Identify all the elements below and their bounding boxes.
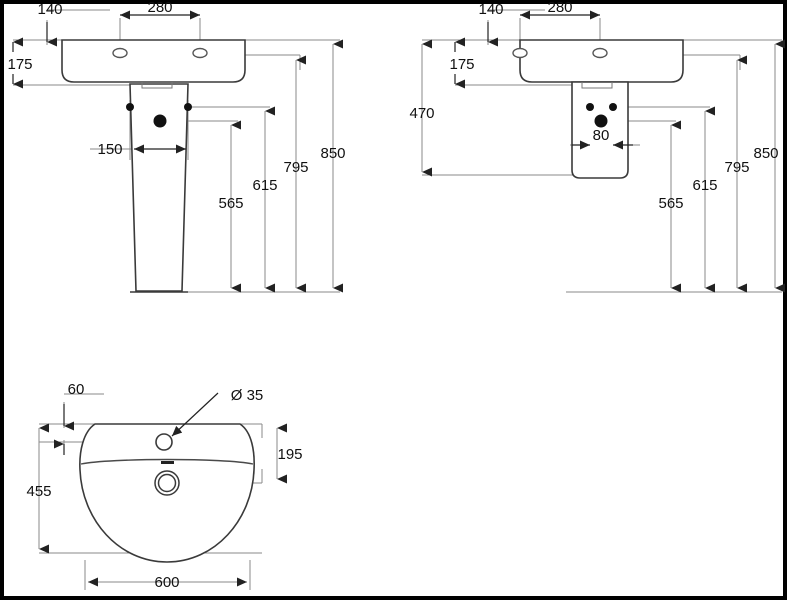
- basin-front-outline: [61, 39, 246, 83]
- dim-side-850: 850: [753, 39, 785, 293]
- dim-plan-600: 600: [88, 574, 247, 591]
- dim-side-80: 80: [572, 127, 633, 150]
- dim-front-175: 175: [7, 37, 33, 89]
- dim-plan-195-label: 195: [277, 446, 302, 463]
- dim-plan-600-label: 600: [154, 574, 179, 591]
- basin-side-outline: [519, 39, 684, 83]
- tap-hole-left-front: [112, 47, 128, 59]
- dim-front-140: 140: [37, 1, 63, 47]
- dim-plan-60: 60: [54, 381, 85, 455]
- plan-view: Ø 35 60 195 455 600: [26, 381, 302, 591]
- dim-side-280: 280: [520, 0, 600, 20]
- dim-side-140: 140: [478, 1, 504, 47]
- dim-side-795: 795: [724, 55, 750, 293]
- dim-front-850: 850: [320, 39, 346, 293]
- dim-side-470-label: 470: [409, 105, 434, 122]
- dim-side-175-label: 175: [449, 56, 474, 73]
- dim-side-280-label: 280: [547, 0, 572, 16]
- dim-plan-455-label: 455: [26, 483, 51, 500]
- dim-front-565-label: 565: [218, 195, 243, 212]
- waste-outlet-side: [594, 114, 608, 128]
- dim-side-470: 470: [409, 39, 435, 177]
- dim-side-850-label: 850: [753, 145, 778, 162]
- dim-front-175-label: 175: [7, 56, 32, 73]
- dim-front-150: 150: [97, 141, 186, 158]
- dim-front-615: 615: [252, 106, 278, 293]
- dim-side-175: 175: [449, 37, 475, 89]
- dim-front-565: 565: [218, 120, 244, 293]
- dim-plan-60-label: 60: [68, 381, 85, 398]
- dim-front-140-label: 140: [37, 1, 62, 18]
- tap-hole-left-side: [512, 47, 528, 59]
- dim-front-850-label: 850: [320, 145, 345, 162]
- fixing-point-left-side: [586, 103, 594, 111]
- dim-side-140-label: 140: [478, 1, 503, 18]
- diameter-leader: Ø 35: [171, 387, 264, 437]
- dim-side-795-label: 795: [724, 159, 749, 176]
- dim-front-615-label: 615: [252, 177, 277, 194]
- waste-outlet-front: [153, 114, 167, 128]
- dim-front-150-label: 150: [97, 141, 122, 158]
- dim-plan-diameter-label: Ø 35: [231, 387, 264, 404]
- dim-side-80-label: 80: [593, 127, 610, 144]
- basin-side-underside-detail: [581, 82, 613, 89]
- dim-side-615: 615: [692, 106, 718, 293]
- dim-side-615-label: 615: [692, 177, 717, 194]
- side-elevation-view: 140 280 175 470 80: [409, 0, 785, 293]
- dim-side-565: 565: [658, 120, 684, 293]
- tap-hole-right-front: [192, 47, 208, 59]
- dim-side-565-label: 565: [658, 195, 683, 212]
- fixing-point-right-front: [184, 103, 192, 111]
- waste-outlet-plan-inner: [157, 473, 177, 493]
- fixing-point-right-side: [609, 103, 617, 111]
- dim-front-280-label: 280: [147, 0, 172, 16]
- overflow-slot: [161, 461, 174, 464]
- dim-plan-195: 195: [276, 423, 303, 484]
- pedestal-front-outline: [129, 83, 189, 292]
- tap-hole-right-side: [592, 47, 608, 59]
- dim-front-795: 795: [283, 55, 309, 293]
- basin-inner-rim: [80, 458, 254, 465]
- dim-front-280: 280: [120, 0, 200, 20]
- dim-plan-455: 455: [26, 423, 52, 554]
- dim-front-795-label: 795: [283, 159, 308, 176]
- front-elevation-view: 140 280 175 150 565: [7, 0, 346, 293]
- basin-underside-detail: [141, 82, 173, 89]
- fixing-point-left-front: [126, 103, 134, 111]
- tap-hole-plan: [155, 433, 173, 451]
